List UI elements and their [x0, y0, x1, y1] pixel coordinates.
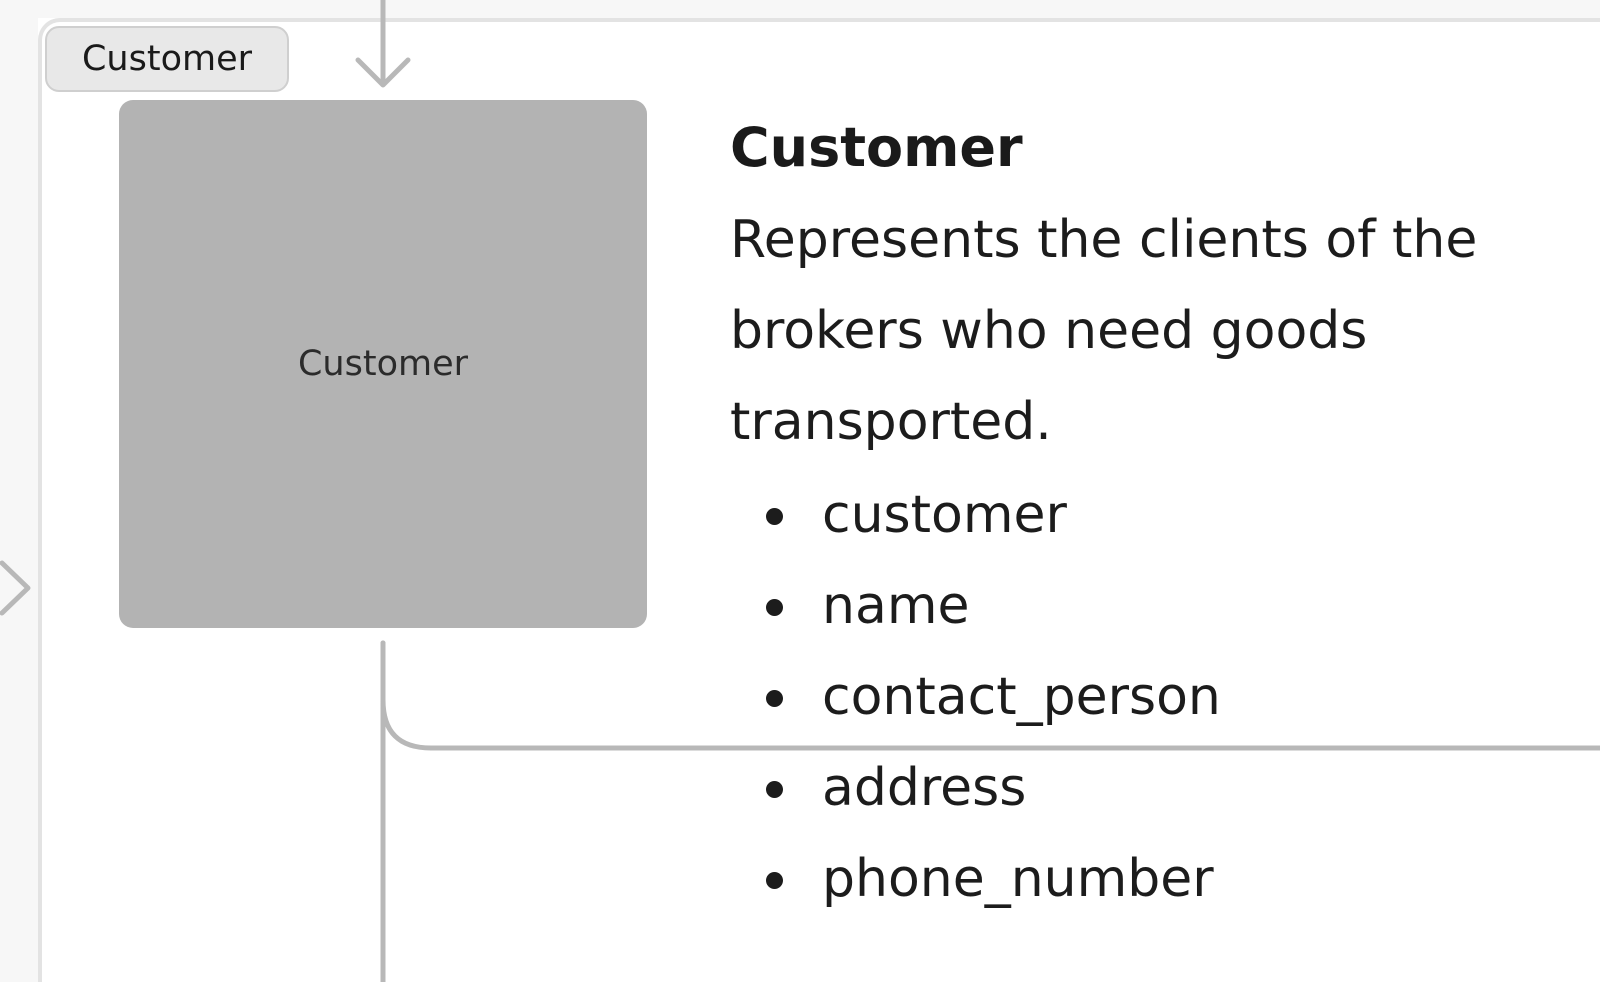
outgoing-edge-right	[380, 640, 1600, 751]
attribute-item: phone_number	[760, 834, 1221, 925]
description-line: transported.	[730, 392, 1052, 452]
attribute-item: name	[760, 561, 1221, 652]
arrowhead-down-icon	[355, 57, 411, 88]
group-tag-label[interactable]: Customer	[45, 26, 289, 92]
attribute-item: address	[760, 743, 1221, 834]
arrowhead-right-icon	[0, 560, 31, 616]
customer-entity-node[interactable]: Customer	[119, 100, 647, 628]
attribute-list: customer name contact_person address pho…	[760, 470, 1221, 925]
node-label: Customer	[297, 344, 468, 384]
attribute-name: customer	[822, 485, 1067, 545]
attribute-name: address	[822, 758, 1027, 818]
bullet-icon	[766, 872, 783, 889]
bullet-icon	[766, 781, 783, 798]
attribute-item: customer	[760, 470, 1221, 561]
bullet-icon	[766, 508, 783, 525]
bullet-icon	[766, 690, 783, 707]
attribute-name: name	[822, 576, 970, 636]
outer-background	[0, 0, 1600, 18]
attribute-name: phone_number	[822, 849, 1214, 909]
entity-description: Represents the clients of the brokers wh…	[730, 195, 1560, 468]
attribute-item: contact_person	[760, 652, 1221, 743]
outer-background-left	[0, 0, 38, 982]
description-line: brokers who need goods	[730, 301, 1368, 361]
bullet-icon	[766, 599, 783, 616]
entity-title: Customer	[730, 116, 1023, 179]
attribute-name: contact_person	[822, 667, 1221, 727]
description-line: Represents the clients of the	[730, 210, 1478, 270]
